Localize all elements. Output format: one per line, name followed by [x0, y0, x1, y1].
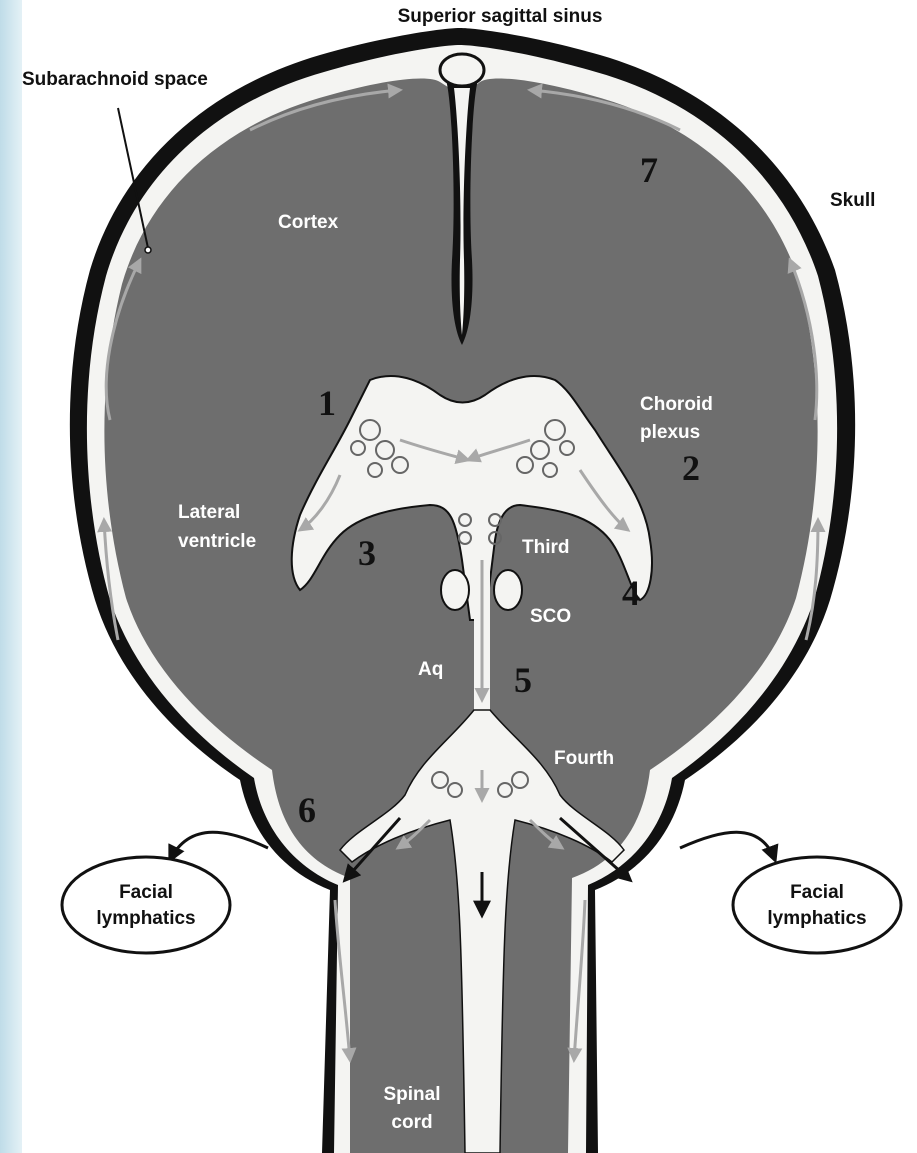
label-ventricle: ventricle — [178, 531, 256, 552]
label-skull: Skull — [830, 190, 875, 211]
marker-1: 1 — [318, 383, 336, 423]
facial-lymphatics-right — [733, 857, 901, 953]
label-spinal: Spinal — [383, 1084, 440, 1105]
superior-sagittal-sinus — [440, 54, 484, 86]
sco-left — [441, 570, 469, 610]
label-aq: Aq — [418, 659, 443, 680]
marker-5: 5 — [514, 660, 532, 700]
marker-4: 4 — [622, 573, 640, 613]
marker-3: 3 — [358, 533, 376, 573]
label-cortex: Cortex — [278, 212, 339, 233]
label-third: Third — [522, 537, 570, 558]
sco-right — [494, 570, 522, 610]
label-facial-right-2: lymphatics — [767, 908, 866, 929]
facial-lymphatics-left — [62, 857, 230, 953]
label-cord: cord — [391, 1112, 432, 1133]
left-background-strip — [0, 0, 22, 1153]
marker-2: 2 — [682, 448, 700, 488]
label-fourth: Fourth — [554, 748, 614, 769]
label-superior-sagittal-sinus: Superior sagittal sinus — [398, 6, 603, 27]
label-choroid: Choroid — [640, 394, 713, 415]
label-facial-right-1: Facial — [790, 882, 844, 903]
label-plexus: plexus — [640, 422, 700, 443]
label-subarachnoid-space: Subarachnoid space — [22, 69, 208, 90]
marker-6: 6 — [298, 790, 316, 830]
label-sco: SCO — [530, 606, 571, 627]
label-facial-left-1: Facial — [119, 882, 173, 903]
marker-7: 7 — [640, 150, 658, 190]
label-facial-left-2: lymphatics — [96, 908, 195, 929]
label-lateral: Lateral — [178, 502, 240, 523]
